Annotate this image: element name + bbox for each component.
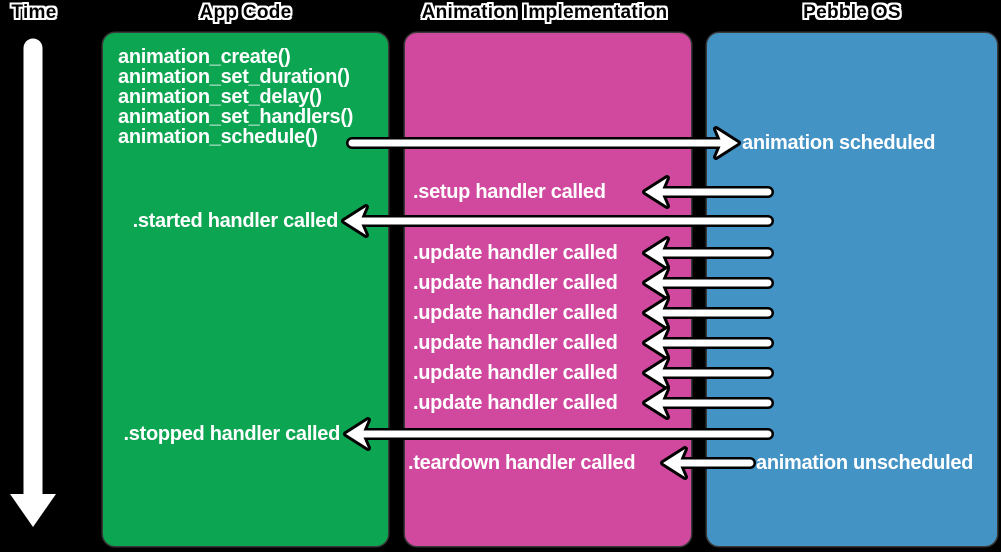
- api-call: animation_schedule(): [118, 126, 318, 148]
- update-handler-label: .update handler called: [413, 362, 618, 384]
- api-call: animation_create(): [118, 46, 291, 68]
- started-handler-label: .started handler called: [132, 210, 339, 232]
- animation-implementation-column-header: Animation Implementation: [421, 2, 668, 23]
- time-axis-arrow: [2, 35, 64, 534]
- api-call: animation_set_handlers(): [118, 106, 354, 128]
- animation-unscheduled-label: animation unscheduled: [756, 452, 974, 474]
- update-handler-label: .update handler called: [413, 242, 618, 264]
- teardown-handler-label: .teardown handler called: [408, 452, 636, 474]
- stopped-handler-label: .stopped handler called: [123, 423, 341, 445]
- time-axis-label: Time: [11, 2, 57, 23]
- app-code-column-header: App Code: [199, 2, 292, 23]
- update-handler-label: .update handler called: [413, 332, 618, 354]
- api-call-list: animation_create() animation_set_duratio…: [118, 47, 353, 147]
- setup-handler-label: .setup handler called: [413, 181, 606, 203]
- update-handler-label: .update handler called: [413, 272, 618, 294]
- app-code-box: [103, 33, 388, 546]
- pebble-os-column-header: Pebble OS: [803, 2, 901, 23]
- api-call: animation_set_delay(): [118, 86, 322, 108]
- update-handler-label: .update handler called: [413, 392, 618, 414]
- update-handler-label: .update handler called: [413, 302, 618, 324]
- animation-scheduled-label: animation scheduled: [742, 132, 936, 154]
- api-call: animation_set_duration(): [118, 66, 350, 88]
